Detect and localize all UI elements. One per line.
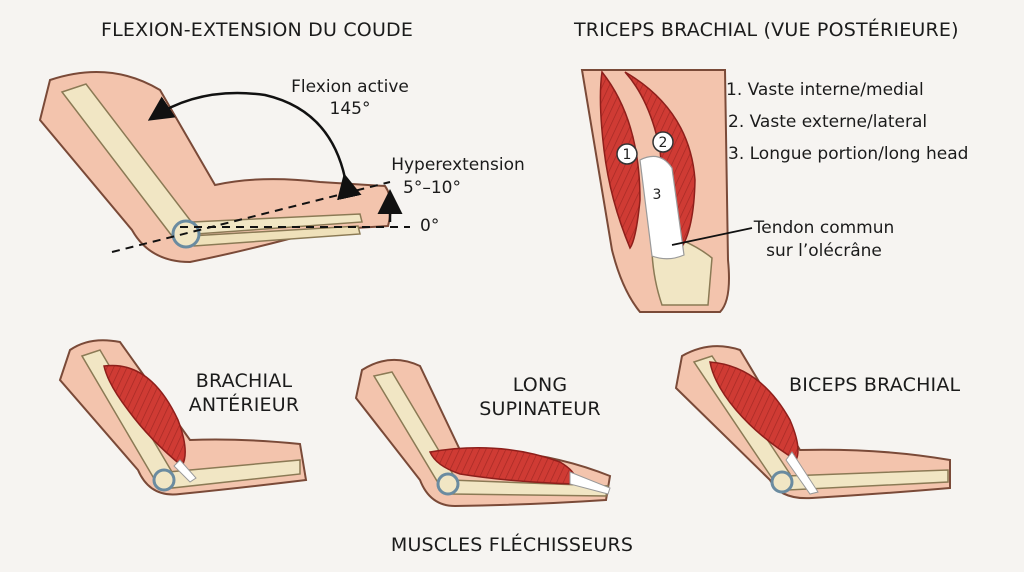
tendon-label-line2: sur l’olécrâne xyxy=(766,241,882,261)
zero-degree-label: 0° xyxy=(420,216,439,236)
biceps-illustration xyxy=(676,346,950,498)
triceps-title: TRICEPS BRACHIAL (VUE POSTÉRIEURE) xyxy=(574,19,959,41)
supinator-label-line2: SUPINATEUR xyxy=(479,398,600,420)
hyperextension-label: Hyperextension xyxy=(391,155,525,175)
supinator-joint xyxy=(438,474,458,494)
flexion-title: FLEXION-EXTENSION DU COUDE xyxy=(101,19,413,41)
triceps-marker-1: 1 xyxy=(623,147,632,163)
supinator-label-line1: LONG xyxy=(513,374,568,396)
biceps-joint xyxy=(772,472,792,492)
triceps-legend-item-1: 1. Vaste interne/medial xyxy=(726,80,924,100)
brachial-label-line2: ANTÉRIEUR xyxy=(189,394,300,416)
flexion-active-label: Flexion active xyxy=(291,77,409,97)
biceps-label: BICEPS BRACHIAL xyxy=(789,374,960,396)
tendon-label-line1: Tendon commun xyxy=(754,218,895,238)
flexion-active-value: 145° xyxy=(330,99,371,119)
brachial-joint xyxy=(154,470,174,490)
triceps-legend-item-2: 2. Vaste externe/lateral xyxy=(728,112,927,132)
triceps-marker-3: 3 xyxy=(653,187,662,203)
triceps-marker-2: 2 xyxy=(659,135,668,151)
hyperextension-value: 5°–10° xyxy=(403,178,461,198)
brachial-label-line1: BRACHIAL xyxy=(196,370,292,392)
flexor-muscles-footer: MUSCLES FLÉCHISSEURS xyxy=(391,534,633,556)
brachial-illustration xyxy=(60,340,306,494)
triceps-illustration: 1 2 3 xyxy=(582,70,752,312)
supinator-illustration xyxy=(356,360,610,506)
triceps-legend-item-3: 3. Longue portion/long head xyxy=(728,144,968,164)
